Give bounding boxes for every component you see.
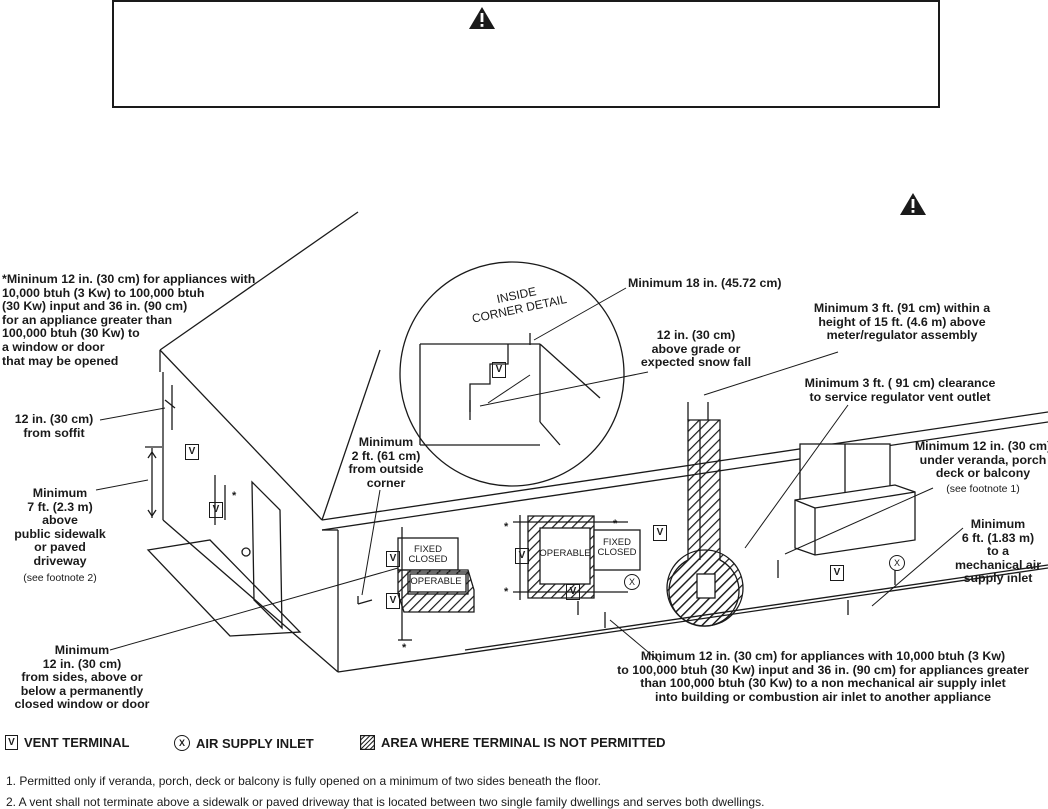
label-above-grade: 12 in. (30 cm) above grade or expected s… [640, 328, 752, 370]
label-outside-corner: Minimum 2 ft. (61 cm) from outside corne… [348, 435, 424, 490]
window-fixed-closed-label: FIXED CLOSED [408, 544, 448, 565]
label-window-clearance-appliances: *Mininum 12 in. (30 cm) for appliances w… [2, 272, 256, 368]
vent-terminal-marker: V [830, 565, 844, 581]
inside-corner-detail-circle [399, 261, 625, 487]
legend-air-supply-inlet: X AIR SUPPLY INLET [174, 735, 314, 751]
door [251, 480, 283, 630]
vent-terminal-marker: V [185, 444, 199, 460]
vent-terminal-marker: V [566, 584, 580, 600]
label-closed-window: Minimum 12 in. (30 cm) from sides, above… [14, 643, 150, 712]
asterisk-marker: * [504, 586, 509, 598]
left-wall-bottom [162, 519, 339, 673]
label-veranda: Minimum 12 in. (30 cm) under veranda, po… [914, 439, 1048, 481]
warning-box [112, 0, 940, 108]
legend-vent-terminal-text: VENT TERMINAL [24, 735, 130, 750]
roof-front-edge [321, 411, 1048, 521]
legend-not-permitted-text: AREA WHERE TERMINAL IS NOT PERMITTED [381, 735, 666, 750]
vent-terminal-icon: V [5, 735, 18, 750]
asterisk-marker: * [613, 518, 618, 530]
asterisk-marker: * [504, 521, 509, 533]
vent-terminal-marker: V [515, 548, 529, 564]
warning-triangle-icon [900, 193, 926, 215]
footnote-1: 1. Permitted only if veranda, porch, dec… [6, 774, 601, 788]
window-operable-label: OPERABLE [410, 576, 462, 587]
legend-vent-terminal: V VENT TERMINAL [5, 735, 129, 750]
asterisk-marker: * [232, 490, 237, 502]
warning-triangle-icon [469, 7, 495, 29]
roof-edge [159, 349, 323, 521]
label-meter-regulator: Minimum 3 ft. (91 cm) within a height of… [813, 301, 991, 343]
legend-not-permitted: AREA WHERE TERMINAL IS NOT PERMITTED [360, 735, 666, 750]
window-operable-label: OPERABLE [539, 548, 591, 559]
vent-terminal-marker: V [386, 551, 400, 567]
label-footnote-2-ref: (see footnote 2) [23, 572, 97, 584]
air-supply-inlet-marker: X [624, 574, 640, 590]
legend-air-supply-inlet-text: AIR SUPPLY INLET [196, 735, 314, 751]
asterisk-marker: * [402, 642, 407, 654]
label-footnote-1-ref: (see footnote 1) [946, 483, 1020, 495]
window-fixed-closed-label: FIXED CLOSED [597, 537, 637, 558]
sidewalk [146, 539, 302, 637]
air-supply-inlet-marker: X [889, 555, 905, 571]
vent-terminal-marker: V [492, 362, 506, 378]
air-supply-inlet-icon: X [174, 735, 190, 751]
label-mechanical-air-6ft: Minimum 6 ft. (1.83 m) to a mechanical a… [954, 517, 1042, 586]
hatch-area-icon [360, 735, 375, 750]
label-soffit: 12 in. (30 cm) from soffit [14, 412, 94, 440]
footnote-2: 2. A vent shall not terminate above a si… [6, 795, 765, 809]
label-service-regulator: Minimum 3 ft. ( 91 cm) clearance to serv… [804, 376, 996, 404]
balcony [794, 484, 916, 556]
vent-terminal-marker: V [209, 502, 223, 518]
label-sidewalk-7ft: Minimum 7 ft. (2.3 m) above public sidew… [14, 486, 106, 568]
label-min-18: Minimum 18 in. (45.72 cm) [628, 276, 782, 290]
vent-terminal-marker: V [386, 593, 400, 609]
label-non-mechanical-inlet: Minimum 12 in. (30 cm) for appliances wi… [617, 649, 1029, 704]
vent-terminal-marker: V [653, 525, 667, 541]
roof-outline [159, 211, 359, 351]
